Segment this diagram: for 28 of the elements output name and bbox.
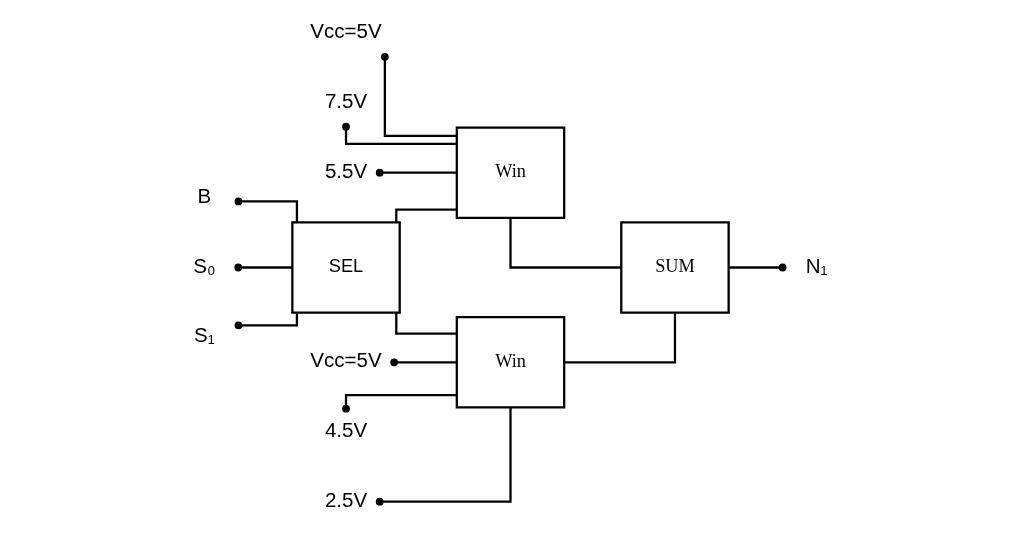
node-text: S₀ [192,253,216,277]
connector [728,263,786,272]
connector [341,122,457,146]
node-box: SEL [290,221,401,314]
connector [380,52,456,137]
connector [233,263,292,272]
connector [341,394,457,413]
node-text: N₁ [805,253,827,277]
node-text: Vcc=5V [309,19,382,43]
node-text: S₁ [193,323,215,347]
node-text: Vcc=5V [309,348,382,372]
node-box: SUM [619,221,730,314]
connector [234,313,298,330]
connector [375,168,457,177]
connector [389,358,457,367]
node-text: 7.5V [324,89,367,113]
node-text: 4.5V [324,417,367,441]
node-text: 5.5V [324,158,367,182]
connector [394,208,457,222]
node-text: 2.5V [324,487,367,511]
connector [508,217,621,269]
connector [563,312,676,364]
connector [394,312,457,335]
node-box: Win [455,316,565,409]
node-box: Win [455,126,565,219]
connector [375,407,512,506]
connector [234,197,298,223]
node-text: B [197,183,211,207]
